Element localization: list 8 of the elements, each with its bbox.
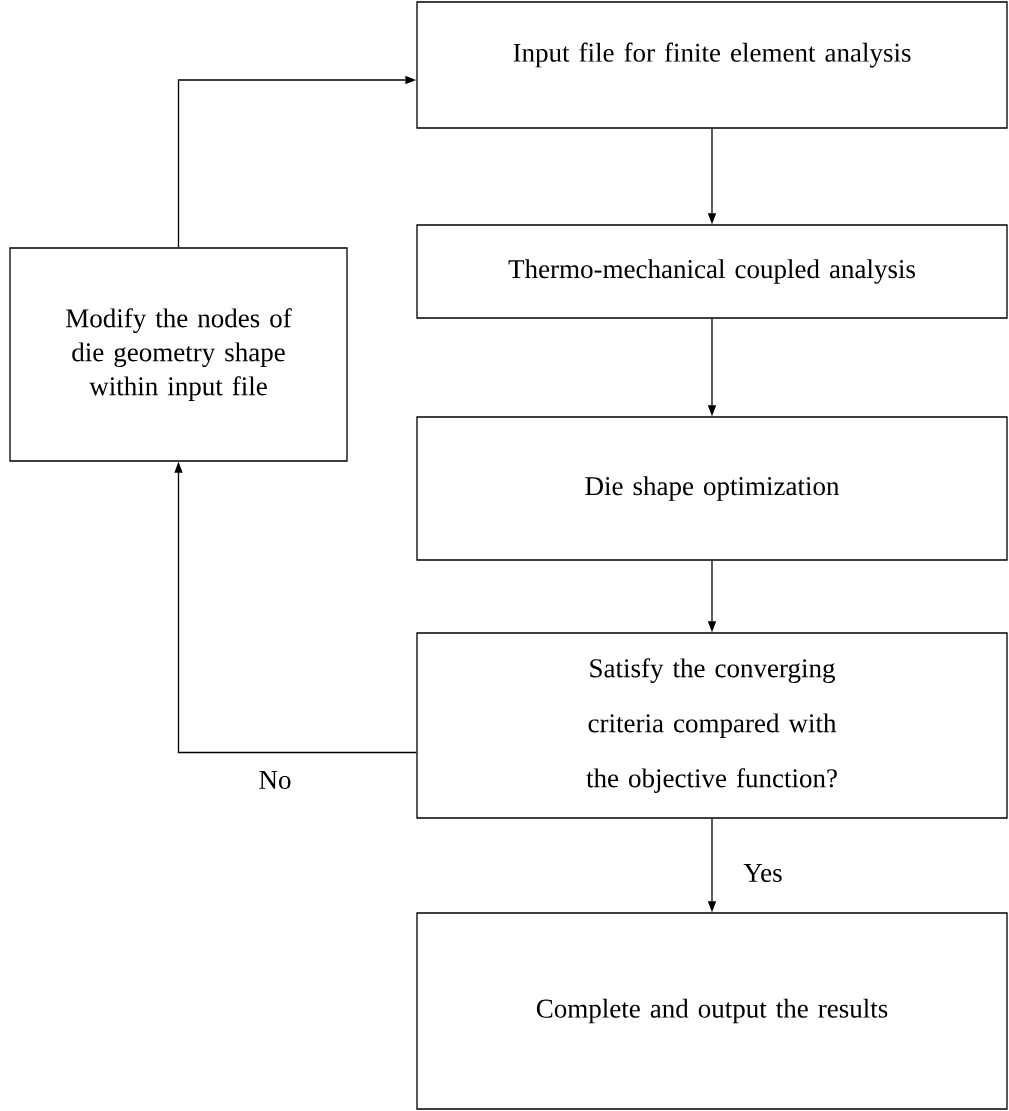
process-box: Thermo-mechanical coupled analysis: [416, 224, 1008, 319]
process-box: Input file for finite element analysis: [416, 1, 1008, 129]
process-box: Complete and output the results: [416, 912, 1008, 1110]
process-box: Die shape optimization: [416, 416, 1008, 561]
edge-label: Yes: [741, 862, 785, 884]
process-box: Satisfy the converging criteria compared with the objective function?: [416, 632, 1008, 819]
process-box: Modify the nodes of die geometry shape within input file: [9, 247, 348, 462]
edge-label: No: [256, 769, 294, 791]
